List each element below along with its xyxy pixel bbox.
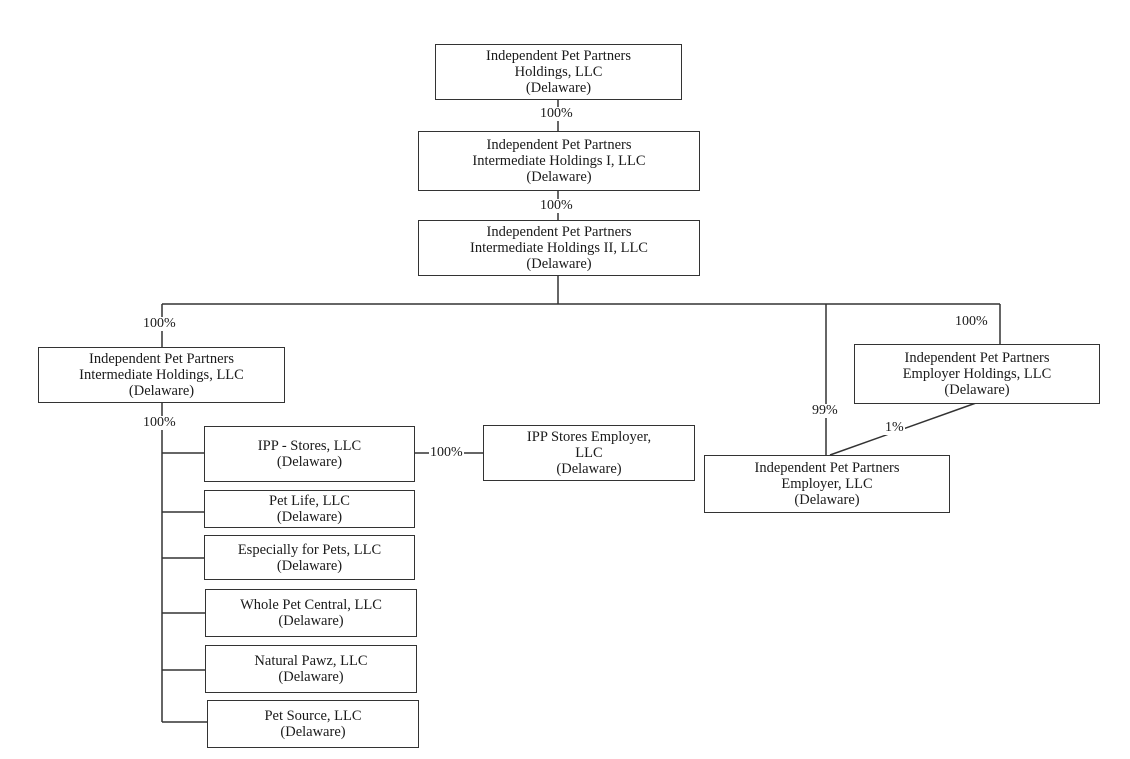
entity-name-line: Independent Pet Partners <box>754 460 900 476</box>
entity-ipp-stores-employer: IPP Stores Employer, LLC (Delaware) <box>483 425 695 481</box>
entity-jurisdiction: (Delaware) <box>278 613 344 629</box>
entity-name-line: IPP Stores Employer, <box>526 429 652 445</box>
entity-jurisdiction: (Delaware) <box>276 557 343 574</box>
entity-pet-life: Pet Life, LLC (Delaware) <box>204 490 415 528</box>
entity-jurisdiction: (Delaware) <box>526 256 592 272</box>
entity-jurisdiction: (Delaware) <box>556 461 622 477</box>
entity-name-line: Pet Life, LLC <box>269 493 350 509</box>
ownership-label: 100% <box>539 106 574 121</box>
entity-especially-for-pets: Especially for Pets, LLC (Delaware) <box>204 535 415 580</box>
entity-name-line: Independent Pet Partners <box>89 351 234 367</box>
entity-ipp-stores: IPP - Stores, LLC (Delaware) <box>204 426 415 482</box>
entity-name-line: Independent Pet Partners <box>904 350 1050 366</box>
entity-employer: Independent Pet Partners Employer, LLC (… <box>704 455 950 513</box>
entity-jurisdiction: (Delaware) <box>526 169 592 185</box>
entity-name-line: Pet Source, LLC <box>264 708 362 724</box>
entity-holdings: Independent Pet Partners Holdings, LLC (… <box>435 44 682 100</box>
entity-jurisdiction: (Delaware) <box>280 724 346 740</box>
entity-name-line: LLC <box>575 445 603 461</box>
ownership-label: 100% <box>429 445 464 460</box>
entity-name-line: Independent Pet Partners <box>486 137 632 153</box>
entity-jurisdiction: (Delaware) <box>276 454 343 470</box>
entity-name-line: Intermediate Holdings, LLC <box>79 367 244 383</box>
entity-name-line: Intermediate Holdings I, LLC <box>472 153 646 169</box>
entity-jurisdiction: (Delaware) <box>794 492 860 508</box>
entity-name-line: Independent Pet Partners <box>486 224 632 240</box>
entity-name-line: IPP - Stores, LLC <box>257 438 362 454</box>
entity-name-line: Intermediate Holdings II, LLC <box>470 240 648 256</box>
entity-jurisdiction: (Delaware) <box>525 80 592 96</box>
entity-employer-holdings: Independent Pet Partners Employer Holdin… <box>854 344 1100 404</box>
entity-jurisdiction: (Delaware) <box>278 669 344 685</box>
ownership-label: 1% <box>884 420 905 435</box>
entity-name-line: Natural Pawz, LLC <box>254 653 368 669</box>
entity-name-line: Employer Holdings, LLC <box>902 366 1052 382</box>
entity-intermediate-holdings-ii: Independent Pet Partners Intermediate Ho… <box>418 220 700 276</box>
entity-jurisdiction: (Delaware) <box>944 382 1010 398</box>
entity-jurisdiction: (Delaware) <box>128 383 195 399</box>
entity-name-line: Holdings, LLC <box>514 64 603 80</box>
ownership-label: 100% <box>539 198 574 213</box>
entity-whole-pet-central: Whole Pet Central, LLC (Delaware) <box>205 589 417 637</box>
entity-name-line: Especially for Pets, LLC <box>237 541 382 558</box>
ownership-label: 100% <box>142 415 177 430</box>
entity-intermediate-holdings: Independent Pet Partners Intermediate Ho… <box>38 347 285 403</box>
entity-name-line: Whole Pet Central, LLC <box>240 597 382 613</box>
entity-name-line: Employer, LLC <box>781 476 873 492</box>
entity-jurisdiction: (Delaware) <box>276 509 343 525</box>
entity-intermediate-holdings-i: Independent Pet Partners Intermediate Ho… <box>418 131 700 191</box>
entity-natural-pawz: Natural Pawz, LLC (Delaware) <box>205 645 417 693</box>
entity-name-line: Independent Pet Partners <box>486 48 631 64</box>
ownership-label: 100% <box>142 316 177 331</box>
entity-pet-source: Pet Source, LLC (Delaware) <box>207 700 419 748</box>
ownership-label: 99% <box>811 403 839 418</box>
ownership-label: 100% <box>954 314 989 329</box>
